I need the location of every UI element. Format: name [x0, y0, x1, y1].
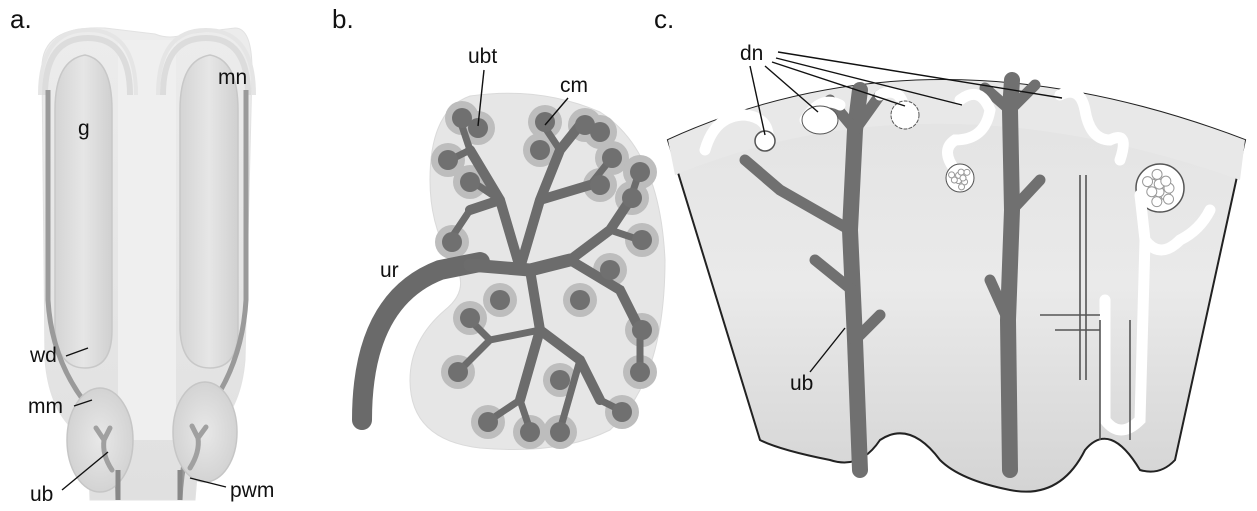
ureteric-bud-tip [438, 150, 458, 170]
ureteric-bud-tip [550, 370, 570, 390]
ureteric-bud-tip [630, 362, 650, 382]
ureteric-bud-tip [550, 422, 570, 442]
ureteric-bud-tip [570, 290, 590, 310]
ureteric-bud-tip [460, 172, 480, 192]
glomerulus-loop [949, 172, 955, 178]
label-cm: cm [560, 74, 588, 97]
ureteric-bud-tip [600, 260, 620, 280]
label-pwm: pwm [230, 479, 274, 502]
midline [118, 40, 176, 440]
glomerulus-loop [964, 169, 970, 175]
label-ubt: ubt [468, 45, 497, 68]
ureteric-bud-tip [448, 362, 468, 382]
glomerulus-loop [1161, 176, 1171, 186]
label-dn: dn [740, 42, 763, 65]
ureteric-bud-tip [460, 308, 480, 328]
ureteric-bud-tip [478, 412, 498, 432]
glomerulus-loop [960, 175, 966, 181]
label-ub: ub [30, 483, 53, 506]
ureteric-bud-tip [630, 162, 650, 182]
label-ur: ur [380, 259, 399, 282]
ureteric-bud-tip [622, 188, 642, 208]
glomerulus-loop [1147, 187, 1157, 197]
glomerulus-loop [1152, 197, 1162, 207]
glomerulus-loop [959, 184, 965, 190]
panel-b-letter: b. [332, 4, 354, 34]
label-mm: mm [28, 395, 63, 418]
glomerulus-loop [1143, 177, 1153, 187]
panel-b: b. ubt cm ur [332, 4, 665, 450]
glomerulus-loop [1164, 194, 1174, 204]
label-mn: mn [218, 66, 247, 89]
metanephric-mesenchyme-left [67, 388, 133, 492]
ureteric-bud-tip [632, 320, 652, 340]
ureteric-bud-tip [632, 230, 652, 250]
ureteric-bud-tip [590, 175, 610, 195]
ureteric-bud-tip [520, 422, 540, 442]
ureteric-bud-tip [590, 122, 610, 142]
ureteric-bud-tip [452, 108, 472, 128]
label-wd: wd [29, 344, 57, 367]
ureteric-bud-tip [535, 112, 555, 132]
panel-c: c. [654, 4, 1245, 492]
ureteric-bud-tip [612, 402, 632, 422]
panel-a: a. g mn wd mm ub [10, 4, 274, 506]
glomerulus-loop [1152, 169, 1162, 179]
panel-c-letter: c. [654, 4, 674, 34]
ureteric-bud-tip [530, 140, 550, 160]
ureteric-bud-tip [602, 148, 622, 168]
label-ub-c: ub [790, 372, 813, 395]
ureteric-bud-tip [490, 290, 510, 310]
ureteric-bud-tip [442, 232, 462, 252]
panel-a-letter: a. [10, 4, 32, 34]
glomerulus-loop [958, 169, 964, 175]
label-g: g [78, 117, 90, 140]
